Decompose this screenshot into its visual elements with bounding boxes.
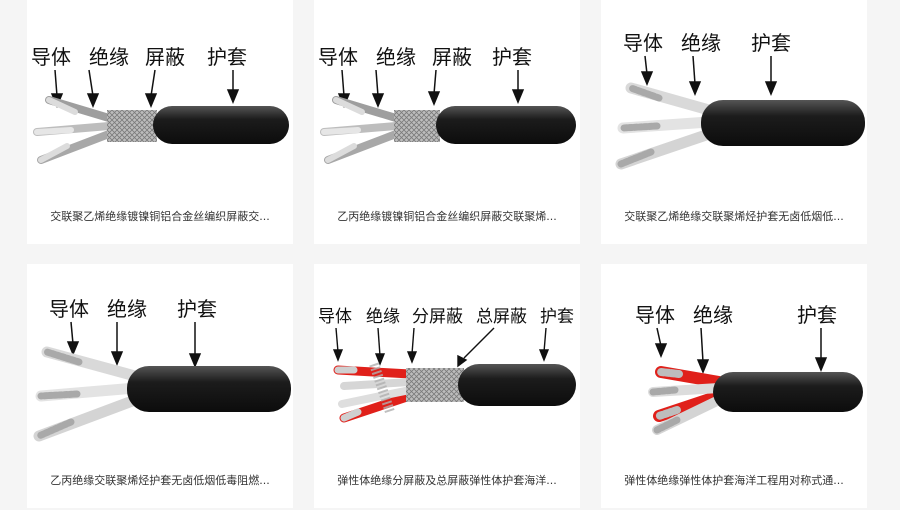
product-card[interactable]: 导体 绝缘 护套 乙丙绝缘交联聚烯烃护套无卤低烟低毒阻燃... xyxy=(27,264,293,508)
cable-jacket xyxy=(436,106,576,144)
pointer-arrows xyxy=(66,321,202,368)
label-conductor: 导体 xyxy=(318,45,358,69)
cable-jacket xyxy=(713,372,863,412)
pointer-arrows xyxy=(50,69,240,108)
label-jacket: 护套 xyxy=(207,45,247,69)
pointer-arrows xyxy=(337,69,525,108)
cable-diagram: 导体 绝缘 屏蔽 护套 xyxy=(31,45,289,164)
label-conductor: 导体 xyxy=(49,297,89,321)
cable-diagram: 导体 绝缘 护套 xyxy=(635,303,863,435)
label-insulation: 绝缘 xyxy=(366,307,400,327)
product-title[interactable]: 弹性体绝缘弹性体护套海洋工程用对称式通... xyxy=(624,474,844,487)
label-jacket: 护套 xyxy=(177,297,217,321)
label-jacket: 护套 xyxy=(492,45,532,69)
conductor-wires xyxy=(333,362,415,423)
label-overall-shield: 总屏蔽 xyxy=(476,307,527,327)
pointer-arrows xyxy=(332,327,550,368)
cable-diagram: 导体 绝缘 屏蔽 护套 xyxy=(318,45,576,164)
product-title[interactable]: 弹性体绝缘分屏蔽及总屏蔽弹性体护套海洋... xyxy=(337,474,557,487)
product-card[interactable]: 导体 绝缘 屏蔽 护套 乙丙绝缘镀镍铜铝合金丝编织屏蔽交联聚烯... xyxy=(314,0,580,244)
label-conductor: 导体 xyxy=(623,31,663,55)
product-title[interactable]: 乙丙绝缘交联聚烯烃护套无卤低烟低毒阻燃... xyxy=(50,474,270,487)
label-conductor: 导体 xyxy=(318,307,352,327)
label-conductor: 导体 xyxy=(31,45,71,69)
label-insulation: 绝缘 xyxy=(693,303,733,327)
label-jacket: 护套 xyxy=(540,307,574,327)
conductor-wires xyxy=(33,96,113,164)
conductor-wires xyxy=(615,82,715,170)
label-shield: 屏蔽 xyxy=(432,45,472,69)
product-title[interactable]: 乙丙绝缘镀镍铜铝合金丝编织屏蔽交联聚烯... xyxy=(337,210,557,223)
conductor-wires xyxy=(320,96,400,164)
product-card[interactable]: 导体 绝缘 护套 交联聚乙烯绝缘交联聚烯烃护套无卤低烟低... xyxy=(601,0,867,244)
label-conductor: 导体 xyxy=(635,303,675,327)
product-card[interactable]: 导体 绝缘 护套 弹性体绝缘弹性体护套海洋工程用对称式通... xyxy=(601,264,867,508)
braid-shield xyxy=(394,110,440,142)
cable-jacket xyxy=(127,366,291,412)
label-insulation: 绝缘 xyxy=(681,31,721,55)
pointer-arrows xyxy=(640,55,778,96)
label-insulation: 绝缘 xyxy=(107,297,147,321)
cable-jacket xyxy=(458,364,576,406)
pointer-arrows xyxy=(654,327,828,374)
product-title[interactable]: 交联聚乙烯绝缘交联聚烯烃护套无卤低烟低... xyxy=(624,210,844,223)
label-insulation: 绝缘 xyxy=(89,45,129,69)
label-jacket: 护套 xyxy=(797,303,837,327)
braid-shield xyxy=(107,110,157,142)
cable-jacket xyxy=(701,100,865,146)
label-insulation: 绝缘 xyxy=(376,45,416,69)
braid-shield xyxy=(406,368,464,402)
label-jacket: 护套 xyxy=(751,31,791,55)
label-shield: 屏蔽 xyxy=(145,45,185,69)
cable-diagram: 导体 绝缘 护套 xyxy=(615,31,865,170)
product-title[interactable]: 交联聚乙烯绝缘镀镍铜铝合金丝编织屏蔽交... xyxy=(50,210,270,223)
product-card[interactable]: 导体 绝缘 分屏蔽 总屏蔽 护套 xyxy=(314,264,580,508)
product-card[interactable]: 导体 绝缘 屏蔽 护套 交联聚乙烯绝缘镀镍铜铝合金丝编织屏蔽交... xyxy=(27,0,293,244)
cable-diagram: 导体 绝缘 分屏蔽 总屏蔽 护套 xyxy=(318,307,576,423)
cable-diagram: 导体 绝缘 护套 xyxy=(33,297,291,442)
cable-jacket xyxy=(153,106,289,144)
conductor-wires xyxy=(648,366,725,435)
conductor-wires xyxy=(33,346,141,442)
label-sub-shield: 分屏蔽 xyxy=(412,307,463,327)
